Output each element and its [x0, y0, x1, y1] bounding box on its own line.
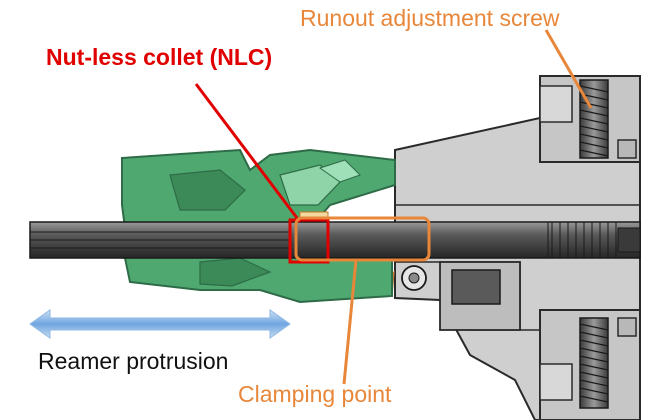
nlc-highlight-box — [288, 218, 330, 264]
runout-screw-bottom — [579, 317, 609, 409]
clamping-highlight-box — [294, 216, 431, 262]
reamer-shaft — [29, 221, 641, 259]
nut-less-collet-label: Nut-less collet (NLC) — [46, 44, 273, 70]
reamer-protrusion-arrow — [29, 309, 291, 339]
runout-adjustment-screw-label: Runout adjustment screw — [300, 5, 560, 31]
nlc-leader-line — [194, 83, 302, 223]
runout-screw-top — [579, 79, 609, 159]
reamer-protrusion-label: Reamer protrusion — [38, 348, 229, 374]
runout-leader-line — [544, 29, 593, 109]
clamping-leader-line — [342, 259, 358, 385]
clamping-point-label: Clamping point — [238, 381, 392, 407]
